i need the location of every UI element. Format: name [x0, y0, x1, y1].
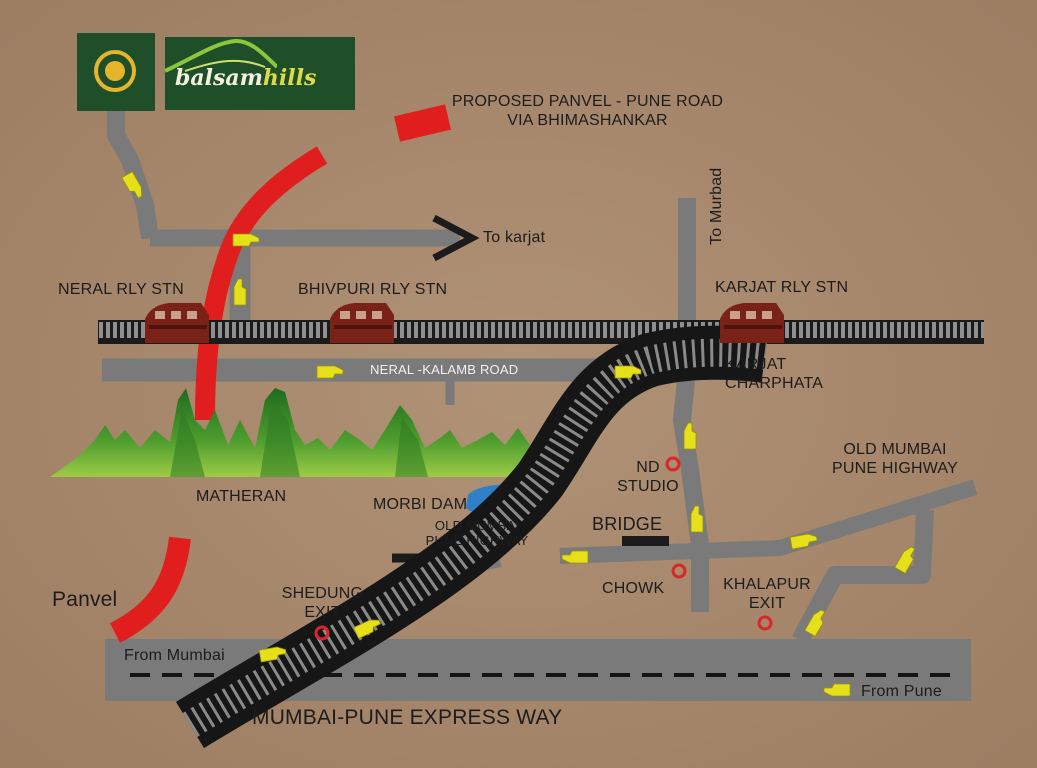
location-circle-icon	[314, 625, 330, 641]
old-highway-mid-label-line2: PUNE HIGHWAY	[425, 533, 529, 548]
nd-studio-label-line2: STUDIO	[617, 478, 679, 495]
shedung-exit-label-line1: SHEDUNG	[281, 585, 364, 602]
logo-hill-icon	[165, 38, 277, 73]
matheran-label: MATHERAN	[196, 488, 287, 505]
khalapur-exit-label: KHALAPUR EXIT	[712, 575, 822, 613]
brand-name-part2: hills	[262, 65, 317, 91]
bridge-marker	[622, 536, 669, 546]
proposed-road	[109, 104, 451, 643]
pointing-hand-icon	[258, 646, 287, 663]
train-icon	[720, 303, 784, 343]
pointing-hand-icon	[789, 533, 818, 550]
pointing-hand-icon	[690, 505, 704, 533]
from-pune-label: From Pune	[861, 683, 942, 700]
road-old-highway	[559, 479, 978, 564]
pointing-hand-icon	[353, 619, 382, 640]
old-highway-mid-label-line1: OLD MUMBAI	[434, 518, 520, 533]
logo-sun-icon	[105, 61, 125, 81]
nd-studio-label: ND STUDIO	[602, 458, 694, 496]
brand-logo-mark	[77, 33, 155, 111]
expressway-label: MUMBAI-PUNE EXPRESS WAY	[252, 706, 563, 729]
pointing-hand-icon	[614, 365, 642, 379]
logo-ring-icon	[94, 50, 136, 92]
pointing-hand-icon	[804, 609, 826, 637]
brand-logo: balsamhills	[165, 37, 355, 110]
proposed-road-segment-arc	[195, 146, 328, 421]
proposed-road-segment-bottom	[109, 536, 191, 643]
neral-kalamb-road-label: NERAL -KALAMB ROAD	[370, 362, 519, 377]
old-highway-mid-label: OLD MUMBAI PUNE HIGHWAY	[421, 518, 533, 550]
neral-station-label: NERAL RLY STN	[58, 281, 184, 298]
road-khalapur-link	[792, 509, 934, 645]
railway-line	[98, 322, 984, 342]
arrow-to-karjat	[432, 214, 480, 262]
location-circle-icon	[757, 615, 773, 631]
proposed-road-label: PROPOSED PANVEL - PUNE ROAD VIA BHIMASHA…	[425, 92, 750, 130]
old-highway-right-label: OLD MUMBAI PUNE HIGHWAY	[820, 440, 970, 478]
road-charphata-south	[673, 369, 709, 612]
pointing-hand-icon	[823, 683, 851, 697]
proposed-road-label-line2: VIA BHIMASHANKAR	[507, 112, 668, 129]
pointing-hand-icon	[233, 278, 247, 306]
proposed-road-segment-top	[394, 104, 451, 142]
bridge-label: BRIDGE	[592, 514, 663, 534]
karjat-charphata-label: KARJAT CHARPHATA	[725, 355, 823, 393]
location-circle-icon	[665, 456, 681, 472]
khalapur-exit-label-line2: EXIT	[748, 595, 786, 612]
to-murbad-label: To Murbad	[708, 167, 725, 245]
panvel-label: Panvel	[52, 588, 118, 611]
from-mumbai-label: From Mumbai	[124, 647, 225, 664]
train-icon	[330, 303, 394, 343]
karjat-charphata-label-line1: KARJAT	[725, 356, 787, 373]
expressway-curve-outer	[175, 325, 769, 749]
road-logo-to-neral	[107, 108, 159, 240]
old-highway-right-label-line2: PUNE HIGHWAY	[832, 460, 958, 477]
pointing-hand-icon	[561, 550, 589, 564]
khalapur-exit-label-line1: KHALAPUR	[723, 576, 811, 593]
pointing-hand-icon	[232, 233, 260, 247]
pointing-hand-icon	[316, 365, 344, 379]
to-karjat-label: To karjat	[483, 229, 546, 246]
train-icon	[145, 303, 209, 343]
proposed-road-label-line1: PROPOSED PANVEL - PUNE ROAD	[451, 93, 724, 110]
brand-name-part1: balsam	[175, 65, 263, 91]
shedung-exit-label: SHEDUNG EXIT	[270, 584, 375, 622]
karjat-charphata-label-line2: CHARPHATA	[725, 375, 824, 392]
bhivpuri-station-label: BHIVPURI RLY STN	[298, 281, 448, 298]
shedung-exit-label-line2: EXIT	[304, 604, 341, 621]
matheran-hills-shade	[170, 400, 428, 477]
old-highway-right-label-line1: OLD MUMBAI	[843, 441, 947, 458]
pointing-hand-icon	[683, 422, 697, 450]
nd-studio-label-line1: ND	[636, 459, 660, 476]
morbi-dam-label: MORBI DAM	[373, 496, 468, 513]
brand-name: balsamhills	[175, 65, 316, 91]
pointing-hand-icon	[121, 171, 143, 199]
pointing-hand-icon	[894, 546, 916, 574]
karjat-station-label: KARJAT RLY STN	[715, 279, 849, 296]
chowk-label: CHOWK	[602, 580, 665, 597]
location-circle-icon	[671, 563, 687, 579]
